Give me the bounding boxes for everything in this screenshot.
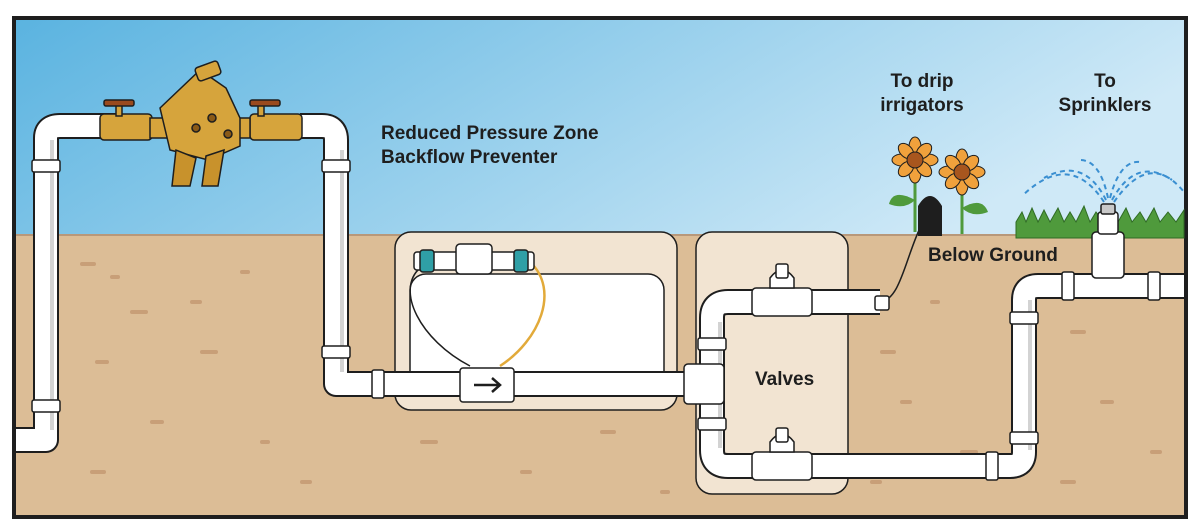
flow-meter-icon (459, 367, 515, 403)
valve-bottom (751, 427, 813, 481)
backflow-preventer-icon (99, 60, 303, 187)
below-ground-label: Below Ground (928, 245, 1058, 266)
spray (1021, 159, 1185, 203)
sprinklers-label: To Sprinklers (1045, 70, 1165, 118)
rpz-label-line1: Reduced Pressure Zone (381, 123, 599, 144)
pipe-system (16, 113, 1184, 479)
flow-sensor (409, 243, 546, 368)
flower-icon (889, 136, 988, 234)
arrow-right-icon (474, 377, 502, 393)
rpz-label: Reduced Pressure Zone Backflow Preventer (381, 122, 599, 170)
sprinklers-label-line1: To (1094, 71, 1116, 92)
pipe-couplings (31, 159, 1161, 481)
frame (12, 16, 1188, 519)
meter-box (394, 231, 678, 411)
drip-emitter-icon (874, 196, 942, 311)
drip-label: To drip irrigators (862, 70, 982, 118)
valve-top (751, 263, 813, 317)
drip-label-line2: irrigators (880, 95, 964, 116)
sprinklers-label-line2: Sprinklers (1058, 95, 1152, 116)
sprinkler-head-icon (1091, 203, 1125, 279)
drip-label-line1: To drip (890, 71, 954, 92)
valves-label: Valves (755, 369, 815, 390)
rpz-label-line2: Backflow Preventer (381, 147, 558, 168)
